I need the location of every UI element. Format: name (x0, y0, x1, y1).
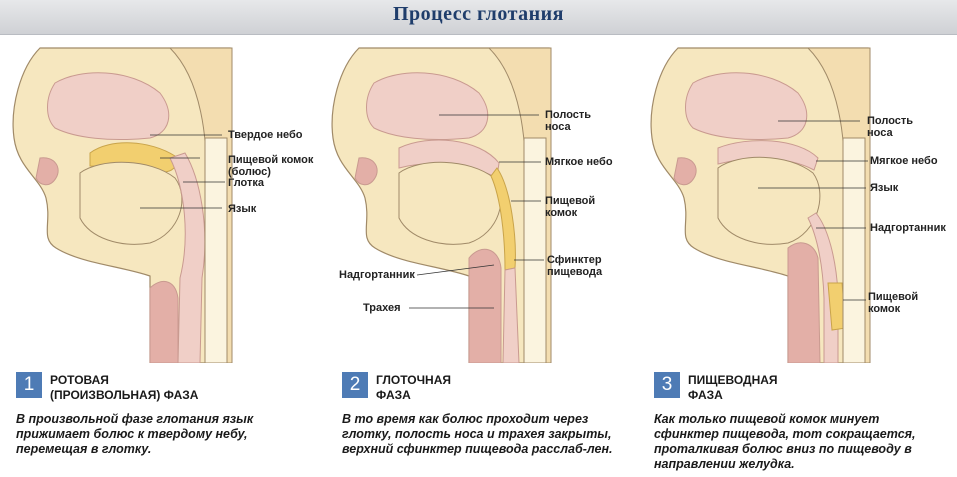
label-tongue: Язык (870, 182, 899, 194)
page-title: Процесс глотания (392, 3, 565, 25)
phase-description-esophageal: Как только пищевой комок минует сфинктер… (654, 412, 916, 471)
label-sphincter-1: Сфинктер (547, 254, 602, 266)
label-bolus-2: комок (545, 207, 578, 219)
phase-number-badge: 3 (654, 372, 680, 398)
anatomy-illustration-oral (12, 47, 233, 363)
phase-number-badge: 2 (342, 372, 368, 398)
phase-number-badge: 1 (16, 372, 42, 398)
label-nasal-cavity-1: Полость (867, 115, 914, 127)
label-bolus-1: Пищевой (545, 195, 596, 207)
label-bolus-1: Пищевой (868, 291, 919, 303)
panel-pharyngeal-phase: Полость носа Мягкое небо Пищевой комок С… (319, 38, 638, 363)
phase-description-pharyngeal: В то время как болюс проходит через глот… (342, 412, 613, 456)
phase-title-oral: РОТОВАЯ (ПРОИЗВОЛЬНАЯ) ФАЗА (50, 373, 198, 403)
phase-title-pharyngeal: ГЛОТОЧНАЯ ФАЗА (376, 373, 451, 403)
label-nasal-cavity-2: носа (545, 121, 571, 133)
label-pharynx: Глотка (228, 177, 264, 189)
phase-title-line1: ГЛОТОЧНАЯ (376, 373, 452, 387)
label-hard-palate: Твердое небо (228, 129, 303, 141)
phase-title-line1: РОТОВАЯ (50, 373, 109, 387)
label-bolus-2: комок (868, 303, 901, 315)
label-tongue: Язык (228, 203, 257, 215)
panel-esophageal-phase: Полость носа Мягкое небо Язык Надгортанн… (638, 38, 957, 363)
label-nasal-cavity-1: Полость (545, 109, 592, 121)
label-trachea: Трахея (363, 302, 401, 314)
phase-title-line1: ПИЩЕВОДНАЯ (688, 373, 778, 387)
phase-title-line2: ФАЗА (376, 388, 411, 402)
label-epiglottis: Надгортанник (339, 269, 415, 281)
label-soft-palate: Мягкое небо (545, 156, 613, 168)
anatomy-illustration-pharyngeal (331, 47, 552, 363)
label-bolus: Пищевой комок (болюс) (228, 154, 314, 178)
phase-title-line2: ФАЗА (688, 388, 723, 402)
label-epiglottis: Надгортанник (870, 222, 946, 234)
label-sphincter-2: пищевода (547, 266, 603, 278)
title-bar: Процесс глотания (0, 0, 957, 35)
label-nasal-cavity-2: носа (867, 127, 893, 139)
phase-title-line2: (ПРОИЗВОЛЬНАЯ) ФАЗА (50, 388, 199, 402)
panel-oral-phase: Твердое небо Пищевой комок (болюс) Глотк… (0, 38, 319, 363)
phase-description-oral: В произвольной фазе глотания язык прижим… (16, 412, 254, 456)
phase-title-esophageal: ПИЩЕВОДНАЯ ФАЗА (688, 373, 778, 403)
anatomy-illustration-esophageal (650, 47, 871, 363)
label-soft-palate: Мягкое небо (870, 155, 938, 167)
